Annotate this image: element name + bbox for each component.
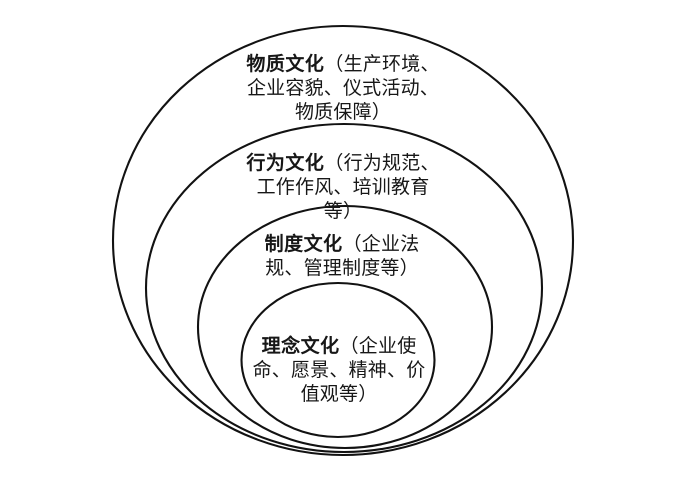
ellipse-concept-culture	[242, 283, 435, 437]
